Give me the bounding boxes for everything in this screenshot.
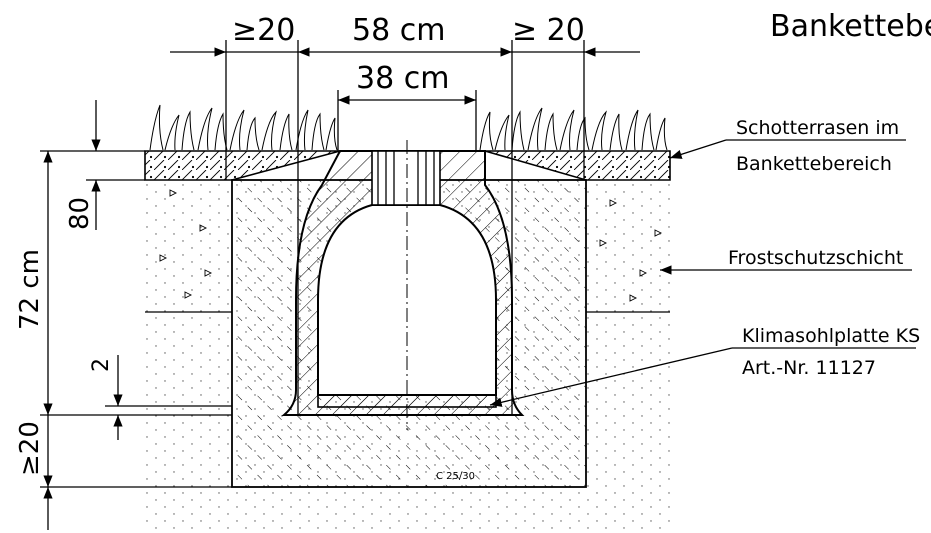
grass-left [149,104,338,151]
left-dimension-lines [40,100,232,530]
grass-right [479,107,668,151]
label-klima-2: Art.-Nr. 11127 [742,357,876,379]
grating-top [371,150,441,206]
dim-inner-width: 38 cm [356,61,449,96]
dim-total-height: 72 cm [15,249,45,330]
concrete-grade-label: C 25/30 [436,471,475,482]
dim-clear-left: ≥20 [232,13,295,48]
title: Bankettebe [770,9,931,44]
aggregate-marks [159,189,663,302]
top-dimension-lines [170,40,640,415]
dim-topsoil-depth: 80 [65,197,95,230]
label-schotterrasen-1: Schotterrasen im [736,117,899,139]
leader-klima [489,347,733,407]
dim-clear-right: ≥ 20 [512,13,585,48]
label-frostschutz: Frostschutzschicht [728,247,903,269]
label-schotterrasen-2: Bankettebereich [736,153,892,175]
dim-sole-thickness: 2 [89,358,114,372]
dim-outer-width: 58 cm [352,13,445,48]
leader-schotterrasen [669,139,727,159]
dim-bottom-clearance: ≥20 [15,421,45,476]
label-klima-1: Klimasohlplatte KS [742,325,920,347]
